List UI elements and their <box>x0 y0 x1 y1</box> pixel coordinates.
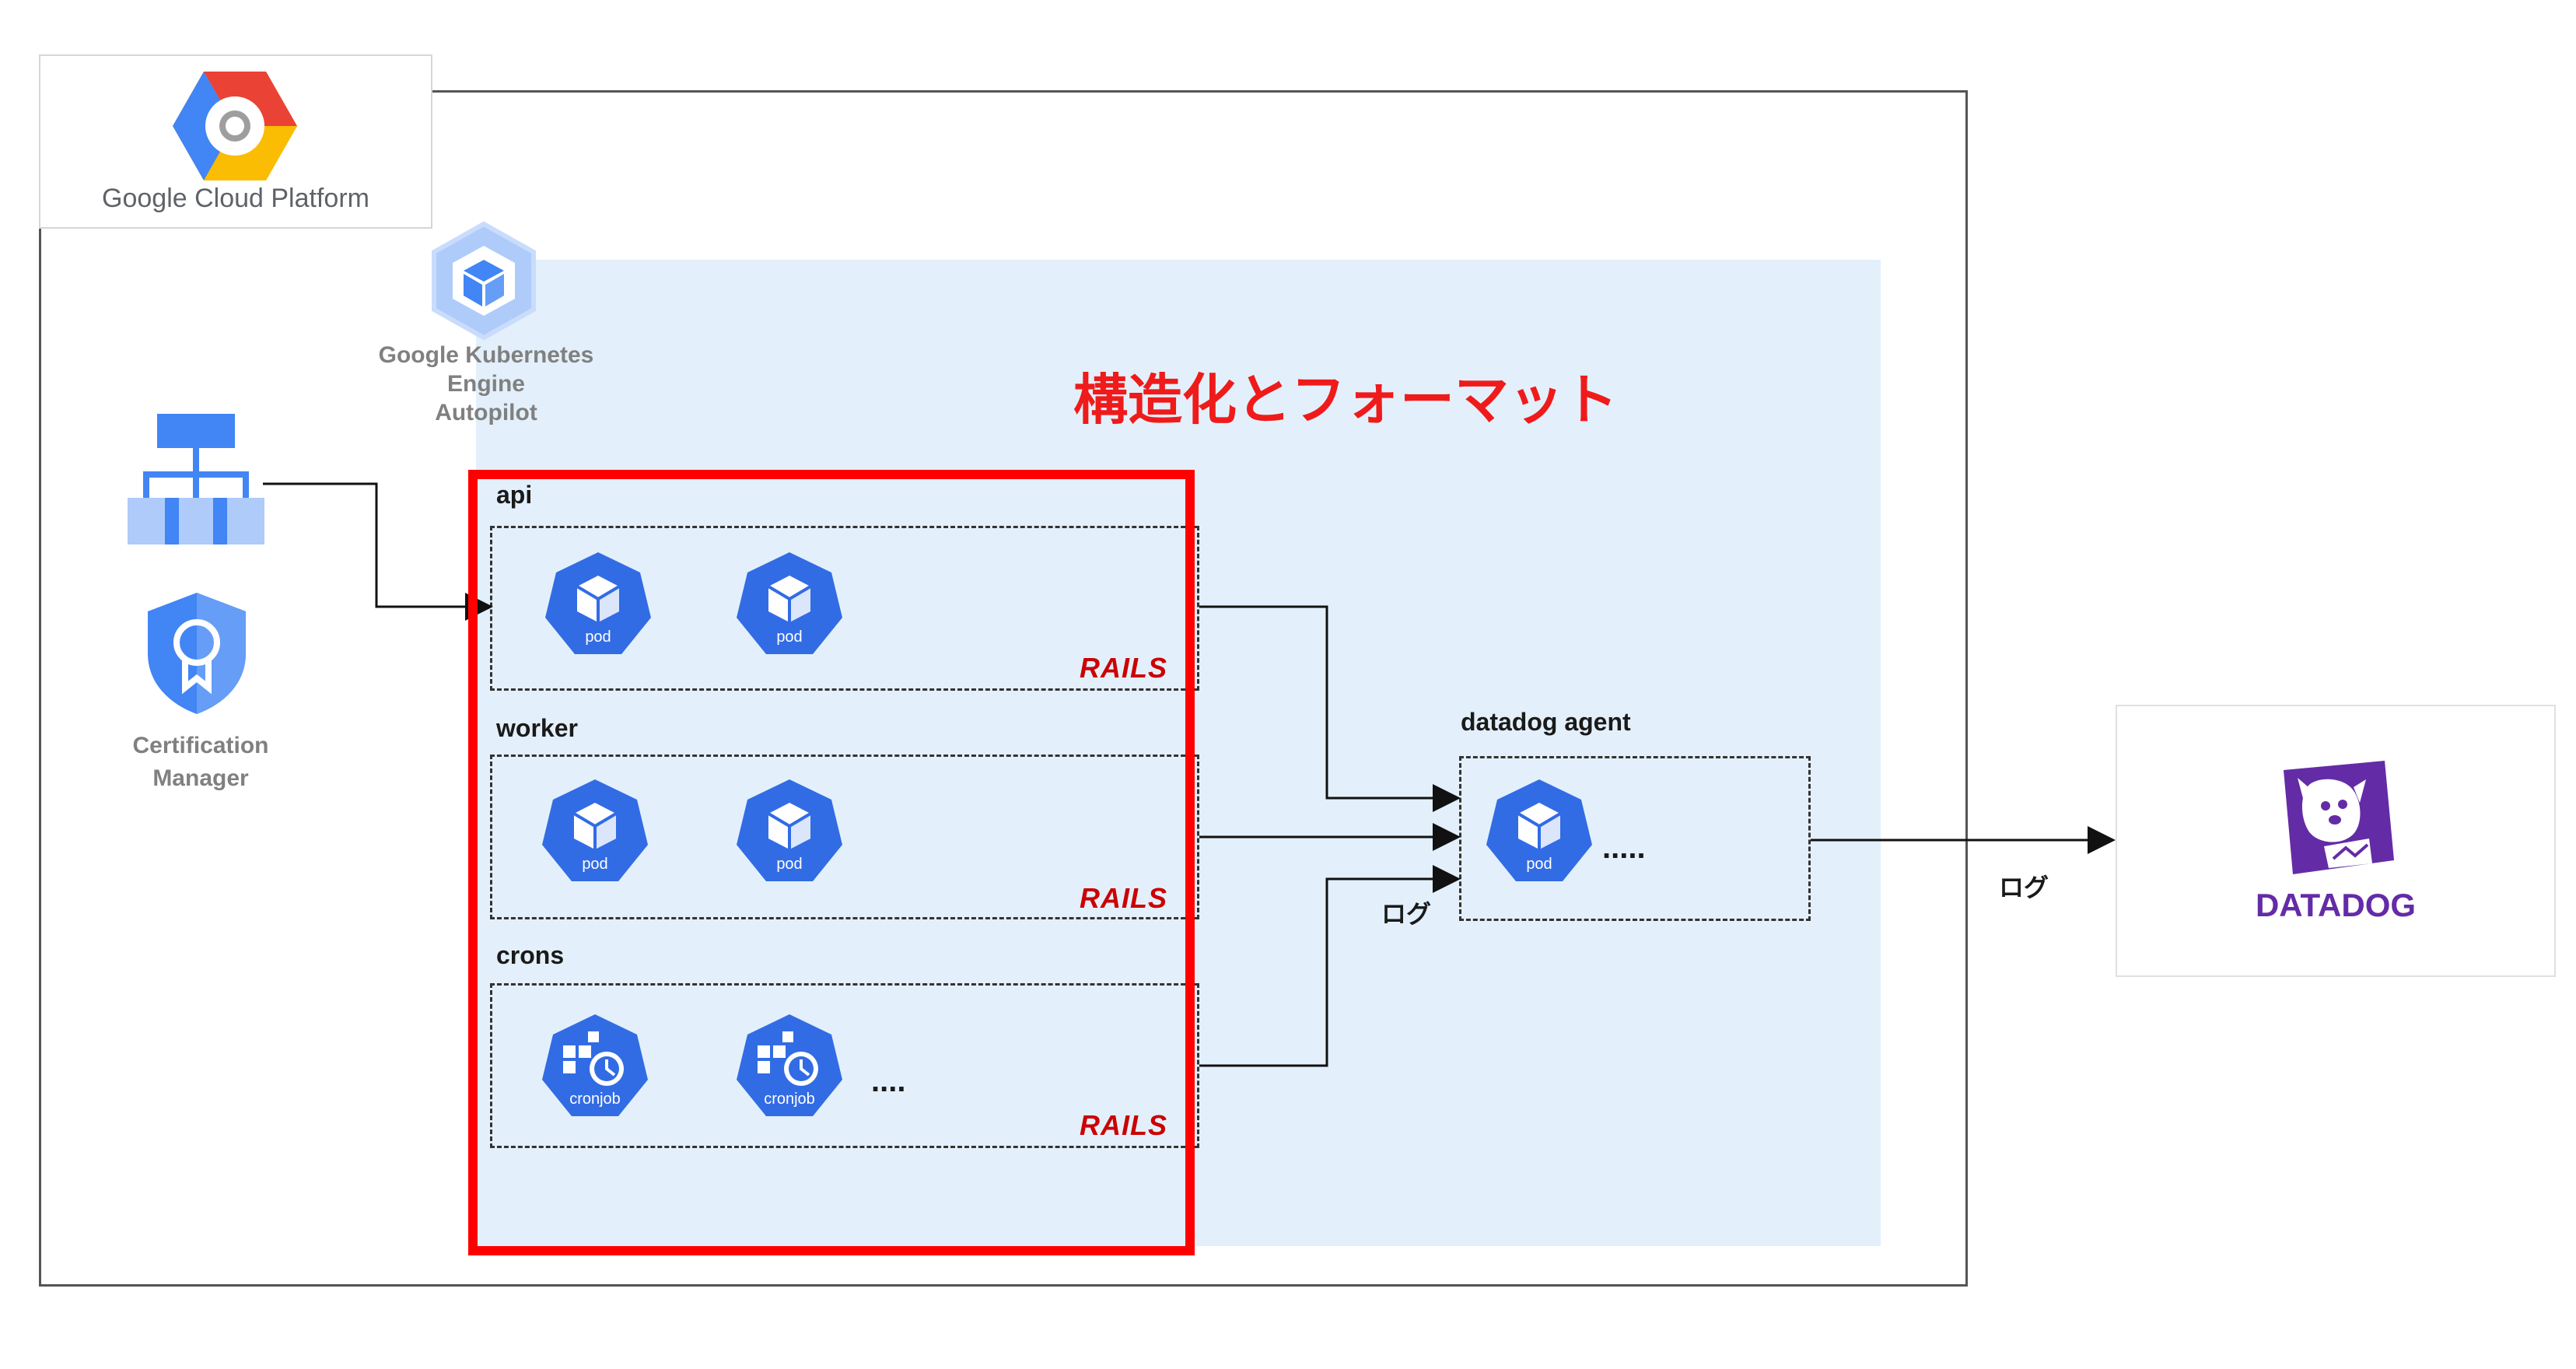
pod-caption: pod <box>1526 856 1552 873</box>
pod-caption: pod <box>585 628 611 646</box>
pod-icon: pod <box>540 778 650 888</box>
cert-manager-line1: Certification <box>132 733 269 758</box>
rails-logo-worker: RAILS <box>1080 882 1167 914</box>
datadog-wordmark: DATADOG <box>2255 887 2417 923</box>
highlight-title: 構造化とフォーマット <box>1073 369 1618 430</box>
crons-group-box <box>490 983 1199 1148</box>
certificate-shield-icon <box>148 593 246 714</box>
pod-icon: pod <box>543 551 653 661</box>
gke-label-line1: Google Kubernetes <box>378 342 594 368</box>
datadog-dog-icon <box>2284 761 2394 874</box>
cronjob-caption: cronjob <box>569 1091 621 1108</box>
group-label-api: api <box>496 481 533 509</box>
load-balancer-icon <box>128 414 264 544</box>
pod-icon: pod <box>734 778 845 888</box>
pod-caption: pod <box>582 856 608 873</box>
cronjob-caption: cronjob <box>764 1091 815 1108</box>
rails-logo-api: RAILS <box>1080 652 1167 684</box>
cert-manager-label: Certification Manager <box>84 730 317 795</box>
crons-to-agent-connector <box>1199 865 1461 1067</box>
gke-cluster-area <box>476 260 1881 1246</box>
cronjob-icon: cronjob <box>540 1013 650 1123</box>
group-label-worker: worker <box>496 714 578 742</box>
pod-icon: pod <box>1484 778 1594 888</box>
api-to-agent-connector <box>1199 605 1461 812</box>
gke-label: Google Kubernetes Engine Autopilot <box>358 341 614 427</box>
gcp-hexagon-icon <box>173 72 297 180</box>
edge-label-log-out: ログ <box>1999 874 2049 902</box>
crons-more: .... <box>871 1064 906 1098</box>
cert-manager-line2: Manager <box>152 765 249 791</box>
agent-label: datadog agent <box>1461 708 1631 736</box>
gke-label-line3: Autopilot <box>435 400 537 425</box>
gke-icon <box>432 221 536 341</box>
pod-caption: pod <box>776 856 803 873</box>
lb-to-api-connector <box>263 482 493 621</box>
group-label-crons: crons <box>496 941 565 969</box>
gcp-logo-box <box>39 54 432 229</box>
pod-caption: pod <box>776 628 803 646</box>
worker-group-box <box>490 755 1199 919</box>
gcp-logo-text: Google Cloud Platform <box>102 184 369 213</box>
highlight-box <box>468 470 1195 1255</box>
cronjob-icon: cronjob <box>734 1013 845 1123</box>
gcp-boundary <box>39 90 1968 1287</box>
pod-icon: pod <box>734 551 845 661</box>
rails-logo-crons: RAILS <box>1080 1109 1167 1141</box>
agent-more: ..... <box>1602 831 1646 865</box>
gke-label-line2: Engine <box>446 371 525 397</box>
edge-label-log-in: ログ <box>1381 900 1432 928</box>
